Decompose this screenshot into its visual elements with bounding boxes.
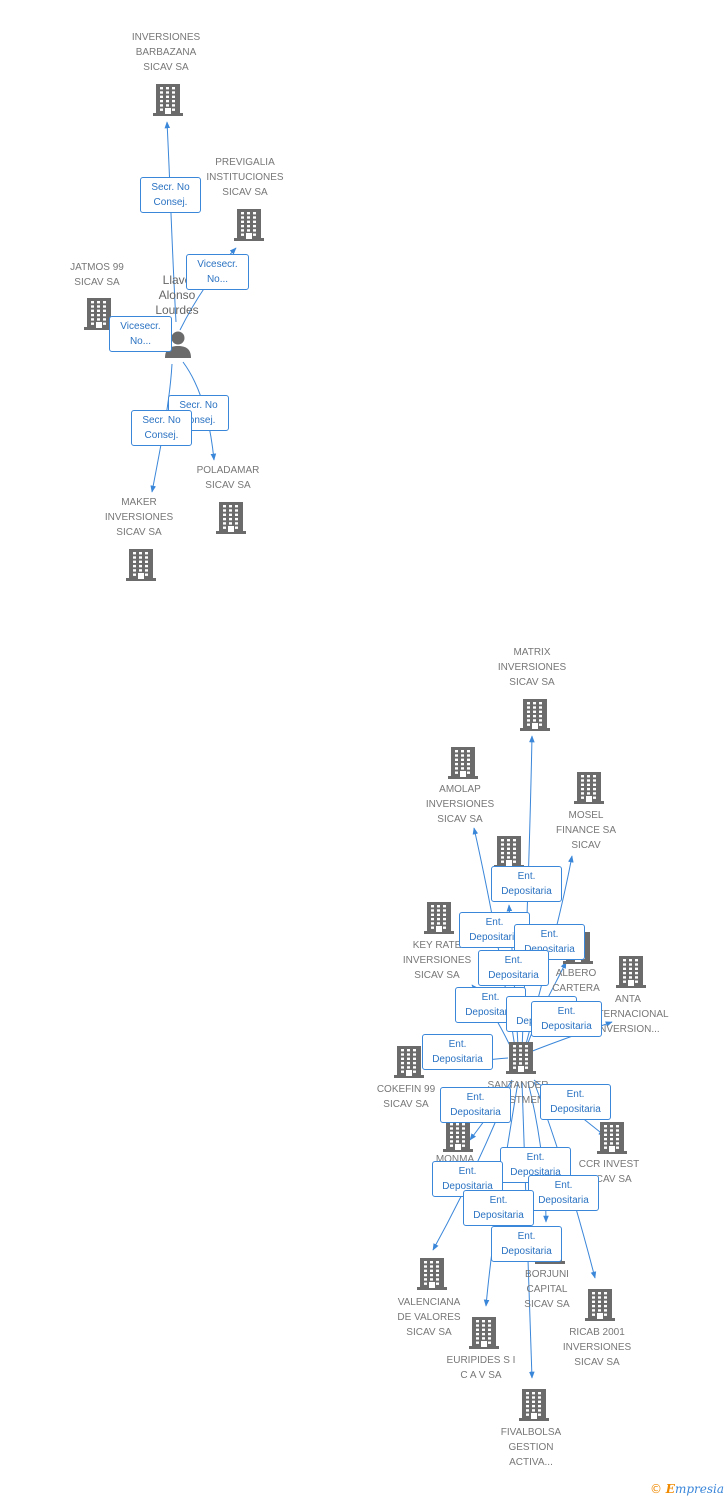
brand-watermark: © Empresia (650, 1482, 724, 1496)
building-icon[interactable] (597, 1120, 627, 1154)
brand-name: mpresia (674, 1482, 724, 1496)
relation-badge[interactable]: Ent. Depositaria (491, 866, 562, 902)
building-icon[interactable] (506, 1040, 536, 1074)
company-label-anta[interactable]: ANTA INTERNACIONAL INVERSION... (587, 994, 669, 1035)
building-icon[interactable] (394, 1044, 424, 1078)
building-icon[interactable] (424, 900, 454, 934)
company-label-albero[interactable]: ALBERO CARTERA (552, 968, 600, 994)
relation-badge[interactable]: Vicesecr. No... (109, 316, 172, 352)
relation-badge[interactable]: Secr. No Consej. (140, 177, 201, 213)
building-icon[interactable] (494, 834, 524, 868)
company-label-mosel[interactable]: MOSEL FINANCE SA SICAV (555, 810, 616, 851)
company-label-amolap[interactable]: AMOLAP INVERSIONES SICAV SA (425, 784, 495, 825)
building-icon[interactable] (153, 82, 183, 116)
relation-badge[interactable]: Ent. Depositaria (528, 1175, 599, 1211)
company-label-ricab[interactable]: RICAB 2001 INVERSIONES SICAV SA (562, 1327, 632, 1368)
relation-badge[interactable]: Ent. Depositaria (514, 924, 585, 960)
copyright-symbol: © (649, 1482, 662, 1496)
company-label-jatmos[interactable]: JATMOS 99 SICAV SA (70, 262, 124, 288)
company-label-euripides[interactable]: EURIPIDES S I C A V SA (446, 1355, 516, 1381)
relation-badge[interactable]: Ent. Depositaria (531, 1001, 602, 1037)
company-label-maker[interactable]: MAKER INVERSIONES SICAV SA (104, 497, 174, 538)
company-label-poladamar[interactable]: POLADAMAR SICAV SA (196, 465, 260, 491)
company-label-fivalbolsa[interactable]: FIVALBOLSA GESTION ACTIVA... (500, 1427, 562, 1468)
building-icon[interactable] (443, 1118, 473, 1152)
relation-badge[interactable]: Ent. Depositaria (440, 1087, 511, 1123)
brand-initial: E (665, 1482, 675, 1496)
building-icon[interactable] (574, 770, 604, 804)
company-label-ccr[interactable]: CCR INVEST SICAV SA (578, 1159, 640, 1185)
company-label-inv-barbazana[interactable]: INVERSIONES BARBAZANA SICAV SA (131, 32, 201, 73)
building-icon[interactable] (585, 1287, 615, 1321)
building-icon[interactable] (520, 697, 550, 731)
relation-badge[interactable]: Vicesecr. No... (186, 254, 249, 290)
building-icon[interactable] (216, 500, 246, 534)
company-label-keyrate[interactable]: KEY RATE INVERSIONES SICAV SA (402, 940, 472, 981)
building-icon[interactable] (417, 1256, 447, 1290)
company-label-santander[interactable]: SANTANDER INVESTMENT (485, 1080, 551, 1106)
relation-badge[interactable]: Ent. Depositaria (422, 1034, 493, 1070)
building-icon[interactable] (84, 296, 114, 330)
company-label-matrix[interactable]: MATRIX INVERSIONES SICAV SA (497, 647, 567, 688)
building-icon[interactable] (469, 1315, 499, 1349)
building-icon[interactable] (448, 745, 478, 779)
edge-to-inv-barbazana (164, 121, 177, 323)
building-icon[interactable] (234, 207, 264, 241)
building-icon[interactable] (519, 1387, 549, 1421)
building-icon[interactable] (126, 547, 156, 581)
company-label-previgalia[interactable]: PREVIGALIA INSTITUCIONES SICAV SA (206, 157, 284, 198)
company-label-valenciana[interactable]: VALENCIANA DE VALORES SICAV SA (397, 1297, 461, 1338)
relation-badge[interactable]: Ent. Depositaria (491, 1226, 562, 1262)
company-label-cokefin[interactable]: COKEFIN 99 SICAV SA (376, 1084, 436, 1110)
person-name[interactable]: Llave Alonso Lourdes (155, 273, 199, 317)
building-icon[interactable] (616, 954, 646, 988)
relation-badge[interactable]: Ent. Depositaria (540, 1084, 611, 1120)
company-label-borjuni[interactable]: BORJUNI CAPITAL SICAV SA (524, 1269, 570, 1310)
relation-badge[interactable]: Ent. Depositaria (463, 1190, 534, 1226)
relation-badge[interactable]: Secr. No Consej. (131, 410, 192, 446)
relation-badge[interactable]: Ent. Depositaria (478, 950, 549, 986)
